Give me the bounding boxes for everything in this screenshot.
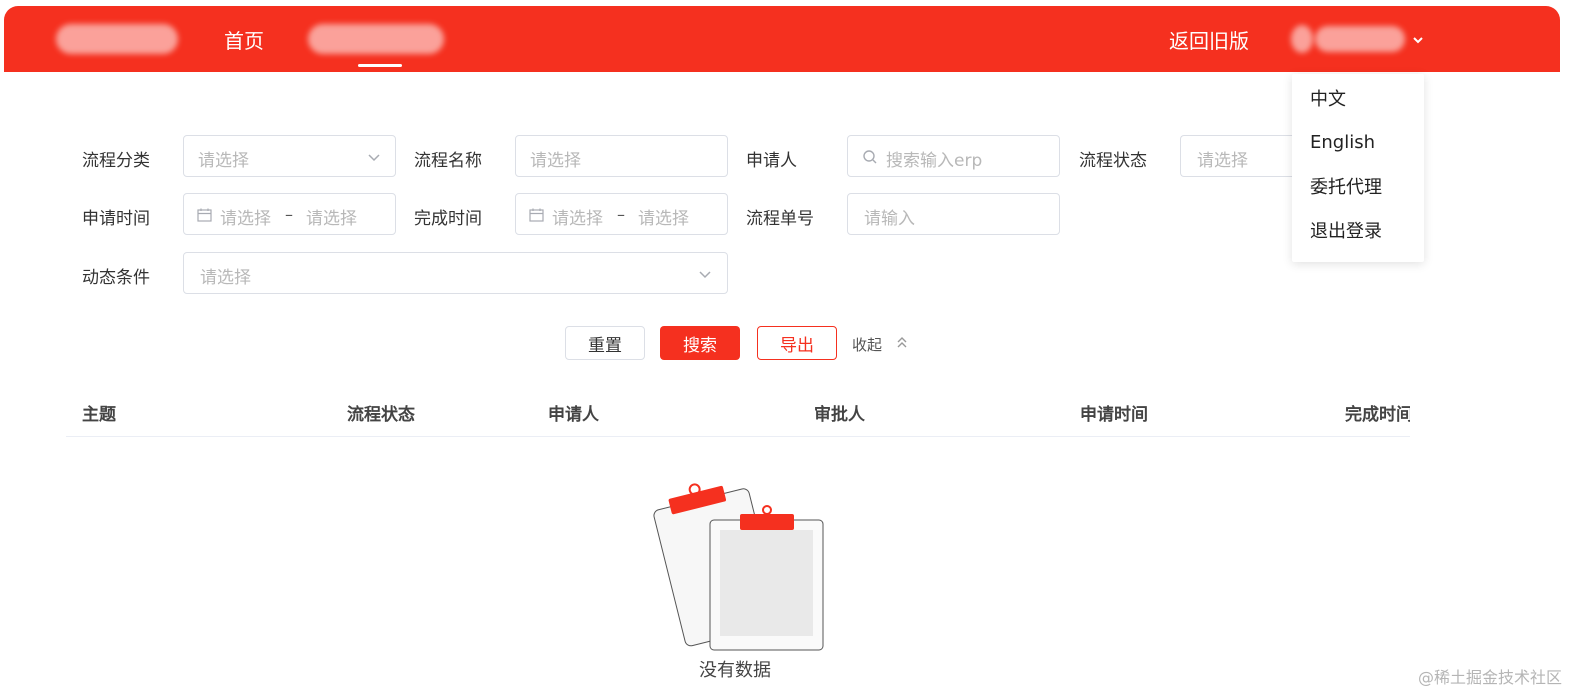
nav-home-label: 首页 (224, 28, 264, 53)
back-to-old-version-link[interactable]: 返回旧版 (1162, 6, 1256, 72)
menu-item-english[interactable]: English (1310, 131, 1375, 153)
column-header-finish-time: 完成时间 (1345, 405, 1410, 424)
finish-time-label: 完成时间 (414, 209, 482, 229)
apply-time-start-input[interactable]: 请选择 (220, 209, 271, 229)
search-icon (863, 150, 877, 164)
column-header-subject: 主题 (82, 405, 116, 425)
column-header-process-status: 流程状态 (347, 405, 415, 425)
process-category-select[interactable]: 请选择 (183, 135, 396, 177)
empty-clipboard-icon (653, 483, 824, 651)
column-header-approver: 审批人 (814, 405, 865, 425)
export-button[interactable]: 导出 (757, 326, 837, 360)
process-number-placeholder: 请输入 (864, 209, 915, 229)
nav-active-indicator (358, 64, 402, 67)
finish-time-separator: – (617, 205, 625, 224)
process-category-placeholder: 请选择 (198, 151, 249, 171)
top-navigation-bar: 首页 返回旧版 (4, 6, 1560, 72)
table-header-divider (66, 436, 1410, 437)
apply-time-range: 请选择 – 请选择 (183, 193, 396, 235)
process-status-select[interactable]: 请选择 (1180, 135, 1292, 177)
finish-time-start-input[interactable]: 请选择 (552, 209, 603, 229)
chevron-down-icon[interactable] (364, 147, 384, 167)
finish-time-range: 请选择 – 请选择 (515, 193, 728, 235)
process-name-select[interactable]: 请选择 (515, 135, 728, 177)
collapse-label[interactable]: 收起 (852, 336, 883, 354)
apply-time-end-input[interactable]: 请选择 (306, 209, 357, 229)
back-to-old-version-label: 返回旧版 (1169, 28, 1249, 53)
calendar-icon (197, 208, 212, 222)
process-status-placeholder: 请选择 (1197, 151, 1248, 171)
process-number-input[interactable]: 请输入 (847, 193, 1060, 235)
column-header-finish-time-clip: 完成时间 (1345, 400, 1410, 424)
dynamic-condition-label: 动态条件 (82, 268, 150, 288)
process-category-label: 流程分类 (82, 151, 150, 171)
applicant-placeholder: 搜索输入erp (886, 151, 983, 171)
reset-button[interactable]: 重置 (565, 326, 645, 360)
chevron-down-icon[interactable] (695, 264, 715, 284)
column-header-applicant: 申请人 (548, 405, 599, 425)
apply-time-label: 申请时间 (82, 209, 150, 229)
applicant-search-input[interactable]: 搜索输入erp (847, 135, 1060, 177)
empty-state-text: 没有数据 (699, 660, 771, 681)
apply-time-separator: – (285, 205, 293, 224)
user-dropdown-menu: 中文 English 委托代理 退出登录 (1292, 74, 1424, 262)
process-name-placeholder: 请选择 (530, 151, 581, 171)
brand-logo[interactable] (54, 6, 180, 72)
nav-current-module[interactable] (306, 6, 446, 72)
applicant-label: 申请人 (746, 151, 797, 171)
process-status-label: 流程状态 (1079, 151, 1147, 171)
nav-home[interactable]: 首页 (220, 6, 268, 72)
menu-item-delegate-proxy[interactable]: 委托代理 (1310, 177, 1382, 198)
watermark-text: @稀土掘金技术社区 (1417, 668, 1562, 687)
process-number-label: 流程单号 (746, 209, 814, 229)
dynamic-condition-select[interactable]: 请选择 (183, 252, 728, 294)
menu-item-logout[interactable]: 退出登录 (1310, 221, 1382, 242)
user-avatar[interactable] (1290, 6, 1314, 72)
search-button[interactable]: 搜索 (660, 326, 740, 360)
collapse-chevron-up-icon[interactable] (894, 334, 910, 352)
chevron-down-icon[interactable] (1411, 33, 1425, 47)
process-name-label: 流程名称 (414, 151, 482, 171)
menu-item-chinese[interactable]: 中文 (1310, 89, 1346, 110)
column-header-apply-time: 申请时间 (1080, 405, 1148, 425)
finish-time-end-input[interactable]: 请选择 (638, 209, 689, 229)
user-name[interactable] (1314, 6, 1406, 72)
calendar-icon (529, 208, 544, 222)
dynamic-condition-placeholder: 请选择 (200, 268, 251, 288)
